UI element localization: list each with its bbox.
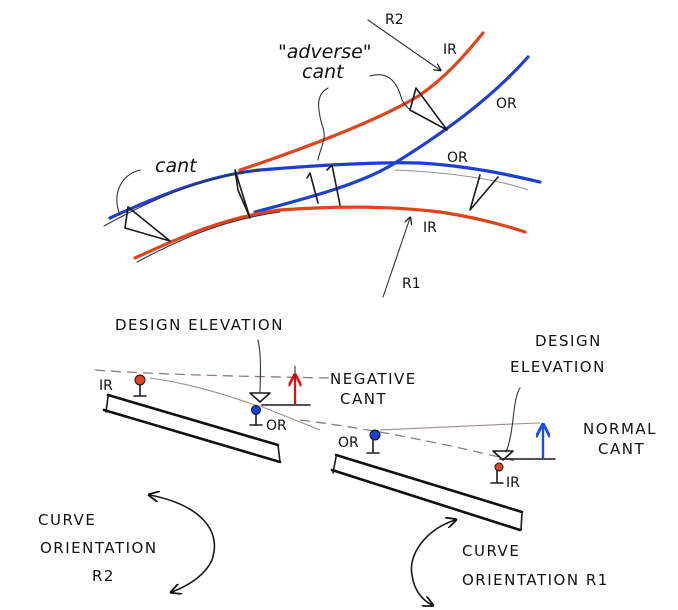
cant-leader <box>116 169 141 216</box>
r1-pointer <box>382 218 410 298</box>
inner-rail-diverging <box>238 31 485 172</box>
label-cant: cant <box>155 155 198 177</box>
adverse-cant-leader <box>317 87 329 161</box>
plan-view: cant "adverse" cant R2 IR OR OR IR R1 <box>103 12 542 298</box>
design-elevation-title-right: DESIGN <box>535 332 602 350</box>
curve-orientation-r2-2: ORIENTATION <box>40 539 158 557</box>
cant-triangle <box>124 206 171 242</box>
cant-triangle <box>234 169 251 219</box>
cant-triangle <box>326 164 341 206</box>
label-adverse-cant: "adverse" <box>278 41 372 63</box>
cant-triangle <box>469 174 499 211</box>
cant-triangle <box>409 87 448 131</box>
cant-triangle <box>306 172 319 204</box>
orientation-arrow-left <box>150 495 216 592</box>
rail-head-or-left <box>251 405 261 415</box>
label-or-lower: OR <box>447 150 468 166</box>
design-elevation-title-right-2: ELEVATION <box>510 358 606 376</box>
outer-rail-diverging <box>253 55 530 214</box>
rail-head-or-right <box>369 429 381 441</box>
curve-orientation-r2-1: CURVE <box>38 511 96 529</box>
normal-cant-label: NORMAL <box>583 420 657 438</box>
label-ir-right: IR <box>506 475 520 491</box>
sleeper-right <box>330 453 524 532</box>
section-left-negative-cant: DESIGN ELEVATION IR OR NEGATIVE CANT <box>94 316 417 464</box>
curve-orientation-r1-1: CURVE <box>462 542 520 560</box>
label-r2: R2 <box>385 12 404 28</box>
r2-pointer <box>367 19 440 70</box>
curve-orientation-left: CURVE ORIENTATION R2 <box>38 495 216 592</box>
normal-cant-label-2: CANT <box>598 440 645 458</box>
label-or-upper: OR <box>496 96 517 112</box>
curve-orientation-r2-3: R2 <box>92 567 115 585</box>
inner-rail-main <box>133 205 527 260</box>
label-or-left: OR <box>266 418 287 434</box>
label-r1: R1 <box>402 276 421 292</box>
adverse-cant-leader-right <box>369 74 411 111</box>
label-or-right: OR <box>338 435 359 451</box>
outer-rail-main-upper <box>108 161 542 220</box>
rail-head-ir-right <box>494 462 504 472</box>
sleeper-left <box>102 393 282 464</box>
curve-orientation-right: CURVE ORIENTATION R1 <box>410 520 609 605</box>
curve-orientation-r1-2: ORIENTATION R1 <box>462 571 609 589</box>
rail-head-ir-left <box>134 374 146 386</box>
label-adverse-cant-2: cant <box>302 61 345 83</box>
orientation-arrow-right <box>410 520 455 605</box>
label-ir-lower: IR <box>423 220 437 236</box>
design-elevation-title-left: DESIGN ELEVATION <box>115 316 284 334</box>
negative-cant-label-2: CANT <box>340 390 387 408</box>
label-ir-upper: IR <box>443 42 457 58</box>
label-ir-left: IR <box>99 378 113 394</box>
negative-cant-label: NEGATIVE <box>330 370 417 388</box>
section-right-normal-cant: DESIGN ELEVATION OR IR NORMAL CANT <box>299 332 657 532</box>
